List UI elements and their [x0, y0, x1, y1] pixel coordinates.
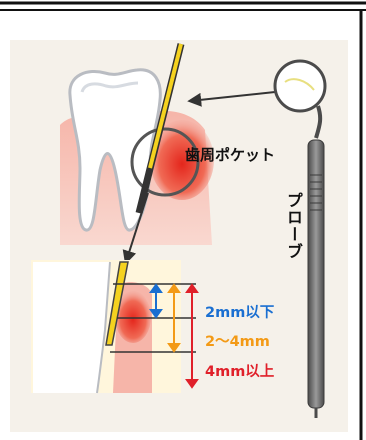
depth-label-shallow: 2mm以下: [205, 306, 274, 321]
detail-tooth: [33, 262, 110, 393]
depth-label-deep: 4mm以上: [205, 365, 274, 380]
depth-label-moderate: 2〜4mm: [205, 335, 270, 350]
mirror-head: [275, 61, 325, 111]
probe-handle: [308, 140, 324, 408]
periodontal-pocket-label: 歯周ポケット: [185, 148, 275, 163]
probe-label: プローブ: [281, 192, 301, 260]
